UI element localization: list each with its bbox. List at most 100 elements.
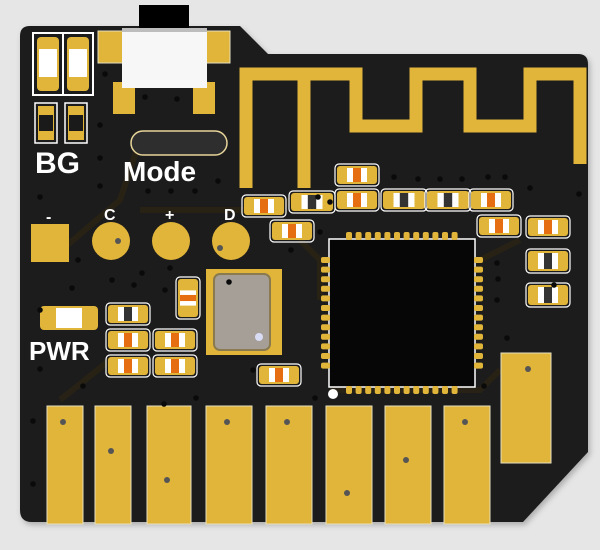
via (462, 419, 468, 425)
marking (544, 220, 552, 234)
resistor (424, 188, 472, 212)
qfn-pin (321, 295, 330, 302)
qfn-pin (346, 232, 352, 240)
qfn-pin (355, 386, 362, 394)
silk-outline (476, 214, 522, 238)
via (80, 383, 86, 389)
capacitor (256, 363, 302, 387)
qfn-pin (474, 314, 483, 321)
via (481, 383, 487, 389)
silk-outline (105, 302, 151, 326)
pin1-marker (328, 389, 338, 399)
resistor (380, 188, 428, 212)
qfn-pin (474, 324, 483, 331)
qfn-pin (422, 386, 429, 394)
via (97, 155, 103, 161)
qfn-pin (442, 232, 448, 240)
marking (275, 368, 283, 382)
antenna-trace (239, 67, 587, 188)
via (142, 94, 148, 100)
qfn-pin (474, 333, 483, 340)
qfn-pin (321, 305, 330, 311)
led-bg-1 (32, 32, 64, 96)
qfn-pin (365, 232, 372, 240)
via (504, 335, 510, 341)
via (494, 260, 500, 266)
qfn-pin (413, 386, 420, 394)
via (224, 419, 230, 425)
marking (443, 193, 453, 207)
via (312, 395, 318, 401)
via (30, 481, 36, 487)
via (193, 395, 199, 401)
via (415, 176, 421, 182)
capacitor (152, 328, 198, 352)
qfn-pin (403, 232, 410, 240)
resistor (525, 282, 571, 308)
via (108, 448, 114, 454)
via (327, 199, 333, 205)
qfn-pin (384, 232, 391, 240)
marking (124, 333, 132, 347)
capacitor (525, 215, 571, 239)
marking (353, 193, 361, 207)
marking (353, 168, 361, 182)
qfn-pin (384, 386, 391, 394)
qfn-pin (321, 343, 330, 350)
qfn-pin (321, 276, 330, 283)
edge-pad-8 (443, 405, 491, 525)
silk-outline (175, 276, 201, 320)
via (115, 238, 121, 244)
mode-button (97, 5, 231, 114)
marking (399, 193, 409, 207)
via (60, 419, 66, 425)
label-pin-d: D (224, 207, 236, 224)
qfn-pin (474, 353, 483, 359)
via (525, 366, 531, 372)
resistor-bg-2 (64, 102, 88, 144)
qfn-pin (374, 386, 381, 394)
marking (288, 224, 296, 238)
via (97, 122, 103, 128)
qfn-pin (442, 386, 448, 394)
qfn-pin (474, 305, 483, 311)
qfn-pin (474, 295, 483, 302)
via (551, 282, 557, 288)
via (403, 457, 409, 463)
qfn-pin (355, 232, 362, 240)
edge-pad-3 (146, 405, 192, 525)
smd-components (105, 163, 571, 387)
mode-slot (130, 130, 228, 156)
qfn-chip (321, 232, 483, 394)
capacitor (269, 219, 315, 243)
qfn-pin (413, 232, 420, 240)
via (317, 229, 323, 235)
qfn-pin (474, 343, 483, 350)
qfn-pin (432, 232, 439, 240)
via (69, 285, 75, 291)
qfn-pin (474, 285, 483, 292)
silk-outline (334, 163, 380, 187)
qfn-pin (321, 324, 330, 331)
pad-plus (152, 222, 190, 260)
via (217, 245, 223, 251)
via (226, 279, 232, 285)
capacitor (105, 328, 151, 352)
via (161, 401, 167, 407)
qfn-pin (321, 314, 330, 321)
pad-c (92, 222, 130, 260)
via (502, 174, 508, 180)
marking (180, 294, 196, 302)
via (494, 297, 500, 303)
via (97, 183, 103, 189)
via (485, 174, 491, 180)
silk-outline (152, 328, 198, 352)
vias (30, 71, 582, 487)
silk-outline (334, 188, 380, 212)
capacitor (334, 163, 380, 187)
qfn-pin (422, 232, 429, 240)
via (527, 185, 533, 191)
via (284, 419, 290, 425)
qfn-pin (374, 232, 381, 240)
via (145, 188, 151, 194)
